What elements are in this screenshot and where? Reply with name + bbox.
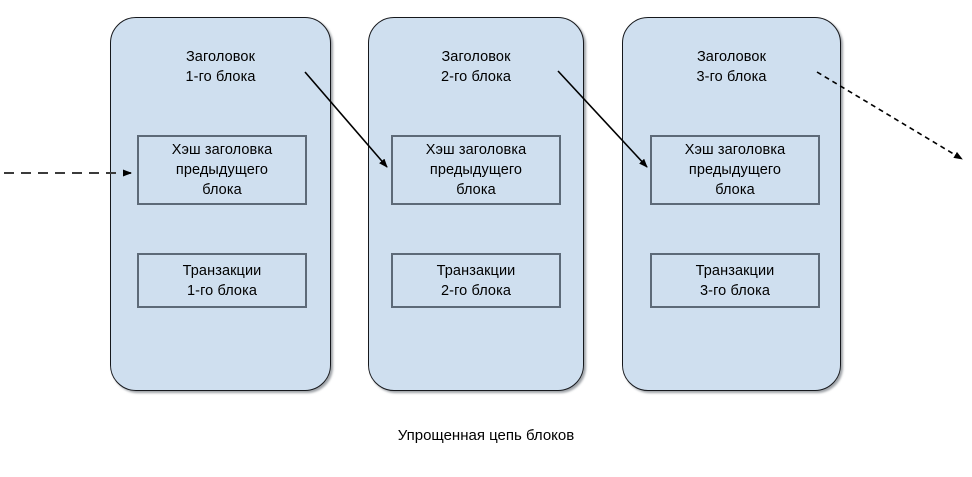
block-1-title: Заголовок 1-го блока	[185, 49, 256, 85]
block-3-title: Заголовок 3-го блока	[696, 49, 767, 85]
block-1-transactions-box[interactable]: Транзакции 1-го блока	[137, 253, 307, 308]
diagram-caption: Упрощенная цепь блоков	[397, 427, 575, 444]
block-1-hash-box[interactable]: Хэш заголовка предыдущего блока	[137, 135, 307, 205]
block-3-transactions-box[interactable]: Транзакции 3-го блока	[650, 253, 820, 308]
block-2-transactions-box[interactable]: Транзакции 2-го блока	[391, 253, 561, 308]
block-2-title: Заголовок 2-го блока	[440, 49, 512, 85]
block-2-hash-box[interactable]: Хэш заголовка предыдущего блока	[391, 135, 561, 205]
block-3-hash-box[interactable]: Хэш заголовка предыдущего блока	[650, 135, 820, 205]
